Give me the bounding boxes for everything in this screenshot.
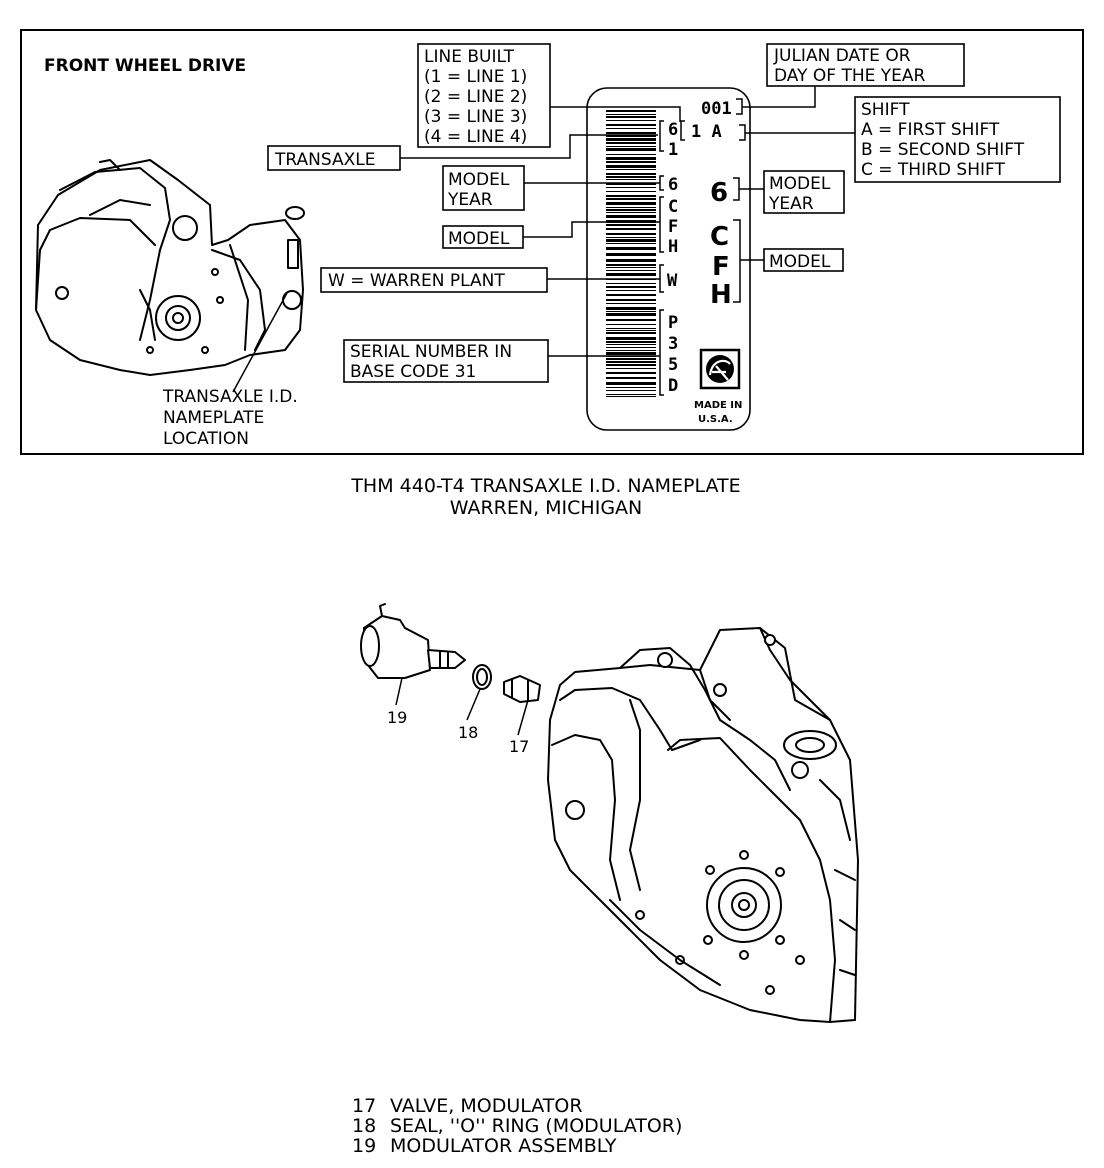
legend-number: 18 [352,1115,376,1137]
callout-18: 18 [458,723,478,742]
shift-text: A = FIRST SHIFT [861,120,1000,140]
model-year-right-text: YEAR [768,194,814,214]
line-built-callout [417,43,551,148]
serial-code-char: D [668,376,678,396]
figure-caption: WARREN, MICHIGAN [450,497,643,519]
nameplate-location-label: NAMEPLATE [163,408,264,428]
serial-code-char: 5 [668,355,678,375]
serial-code-char: P [668,313,678,333]
big-model-code: F [712,252,730,282]
julian-date-callout [766,43,965,87]
legend-number: 19 [352,1135,376,1157]
model-right-text: MODEL [769,252,831,272]
modulator-assembly-illustration [360,603,859,1023]
small-model-code: F [668,217,678,237]
serial-code-char: 3 [668,334,678,354]
line-built-text: (1 = LINE 1) [424,67,527,87]
transaxle-code-digit: 6 [668,120,678,140]
julian-date-text: DAY OF THE YEAR [774,66,926,86]
small-model-code: C [668,197,678,217]
nameplate-location-label: LOCATION [163,429,249,449]
shift-text: C = THIRD SHIFT [861,160,1005,180]
transaxle-illustration-top [35,159,305,393]
nameplate-barcode [606,110,656,397]
warren-plant-callout [320,267,548,293]
front-wheel-drive-title: FRONT WHEEL DRIVE [44,56,246,76]
big-year-code: 6 [710,178,728,208]
shift-callout [854,96,1061,183]
model-year-right-text: MODEL [769,174,831,194]
transaxle-code-digit: 1 [668,140,678,160]
legend-text: MODULATOR ASSEMBLY [390,1135,617,1157]
legend-text: VALVE, MODULATOR [390,1095,583,1117]
line-built-text: (4 = LINE 4) [424,127,527,147]
serial-number-callout [343,339,549,383]
model-year-left-callout [442,165,525,211]
manufacturer-logo [699,348,741,390]
transaxle-callout [267,145,401,171]
small-year-code: 6 [668,175,678,195]
callout-19: 19 [387,708,407,727]
julian-code: 001 [701,99,732,119]
callout-17: 17 [509,737,529,756]
legend-text: SEAL, ''O'' RING (MODULATOR) [390,1115,682,1137]
figure-caption: THM 440-T4 TRANSAXLE I.D. NAMEPLATE [350,475,740,497]
model-year-right-callout [763,170,845,214]
transaxle-callout-text: TRANSAXLE [274,150,375,170]
line-built-text: (3 = LINE 3) [424,107,527,127]
line-built-text: LINE BUILT [424,47,515,67]
line-built-text: (2 = LINE 2) [424,87,527,107]
model-year-left-text: YEAR [447,190,493,210]
warren-plant-text: W = WARREN PLANT [328,271,505,291]
model-left-text: MODEL [448,229,510,249]
model-year-left-text: MODEL [448,170,510,190]
serial-number-text: BASE CODE 31 [350,362,476,382]
shift-text: B = SECOND SHIFT [861,140,1025,160]
plant-code: W [667,271,678,291]
small-model-code: H [668,237,678,257]
shift-text: SHIFT [861,100,910,120]
made-in-text: U.S.A. [698,414,733,425]
line-shift-code: 1 A [691,122,722,142]
nameplate-location-label: TRANSAXLE I.D. [162,387,298,407]
big-model-code: H [710,280,732,310]
serial-number-text: SERIAL NUMBER IN [350,342,512,362]
big-model-code: C [710,222,729,252]
julian-date-text: JULIAN DATE OR [773,46,911,66]
made-in-text: MADE IN [694,400,742,411]
nameplate-figure-frame [20,29,1084,455]
legend-number: 17 [352,1095,376,1117]
